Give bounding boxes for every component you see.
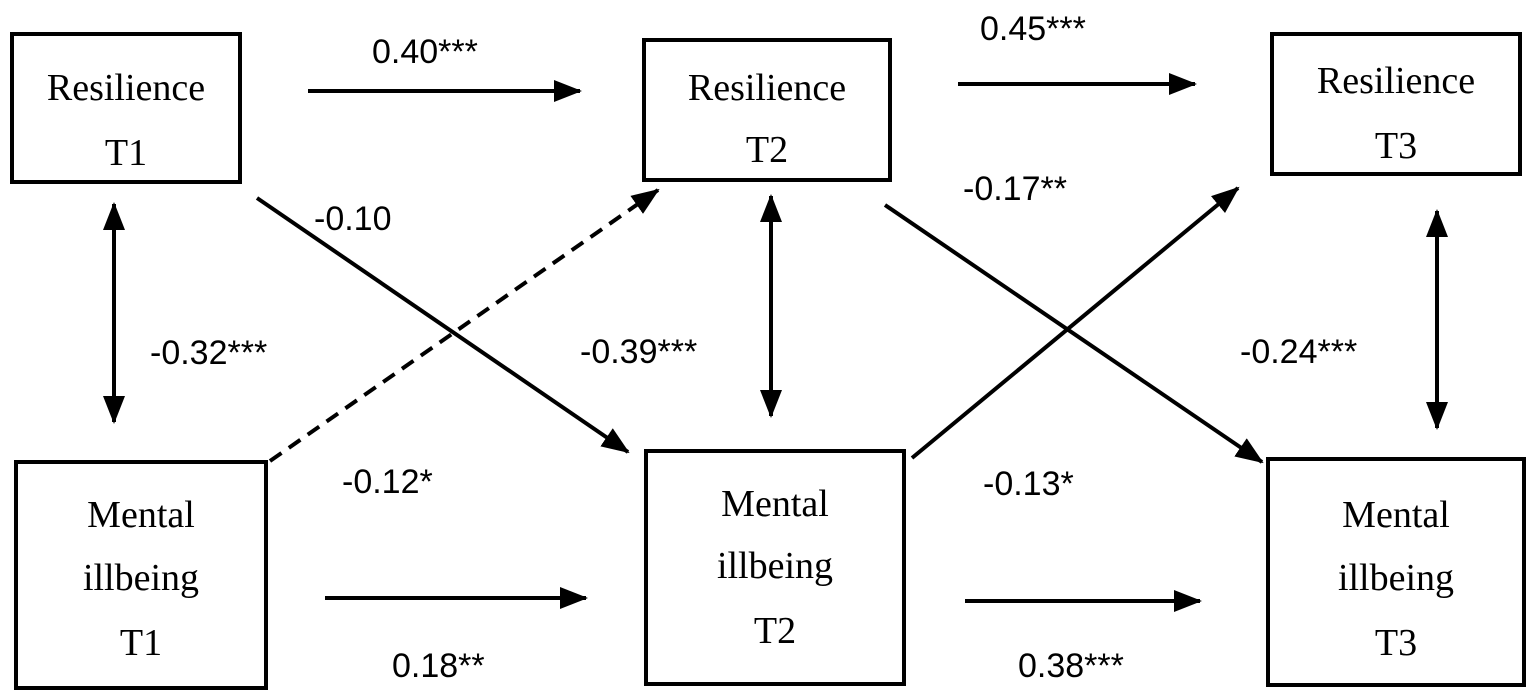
node-label: Mental [721,483,829,525]
node-resilience-t1: Resilience T1 [10,32,242,184]
node-label: T1 [120,622,162,664]
node-label: Resilience [1317,60,1475,102]
coef-illbeing-t2-to-t3: 0.38*** [1018,647,1124,685]
node-label: T2 [754,610,796,652]
node-label: Resilience [47,67,205,109]
node-label: Mental [1342,494,1450,536]
arrow-resilience-t2-to-illbeing-t3 [883,203,1264,464]
coef-covariance-t3: -0.24*** [1240,333,1357,371]
node-label: Resilience [688,67,846,109]
node-label: illbeing [83,557,199,599]
node-label: illbeing [1338,557,1454,599]
coef-illbeing-t1-to-t2: 0.18** [392,647,485,685]
coef-resilience-t2-to-illbeing-t3: -0.17** [963,170,1067,208]
node-label: illbeing [717,545,833,587]
coef-illbeing-t1-to-resilience-t2: -0.12* [342,463,433,501]
arrow-resilience-t1-to-illbeing-t2 [255,196,630,454]
node-label: T1 [105,132,147,174]
node-label: T2 [746,129,788,171]
coef-resilience-t1-to-illbeing-t2: -0.10 [314,200,392,238]
arrow-illbeing-t1-to-resilience-t2 [268,188,660,463]
node-mental-illbeing-t3: Mental illbeing T3 [1266,457,1526,687]
node-label: T3 [1375,125,1417,167]
arrow-illbeing-t2-to-resilience-t3 [910,186,1240,460]
coef-illbeing-t2-to-resilience-t3: -0.13* [983,465,1074,503]
coef-resilience-t2-to-t3: 0.45*** [980,10,1086,48]
node-resilience-t3: Resilience T3 [1270,32,1522,176]
coef-resilience-t1-to-t2: 0.40*** [372,33,478,71]
coef-covariance-t2: -0.39*** [580,333,697,371]
node-resilience-t2: Resilience T2 [642,38,892,182]
node-label: T3 [1375,622,1417,664]
node-mental-illbeing-t1: Mental illbeing T1 [14,460,268,690]
node-mental-illbeing-t2: Mental illbeing T2 [644,449,906,686]
node-label: Mental [87,494,195,536]
coef-covariance-t1: -0.32*** [150,334,267,372]
